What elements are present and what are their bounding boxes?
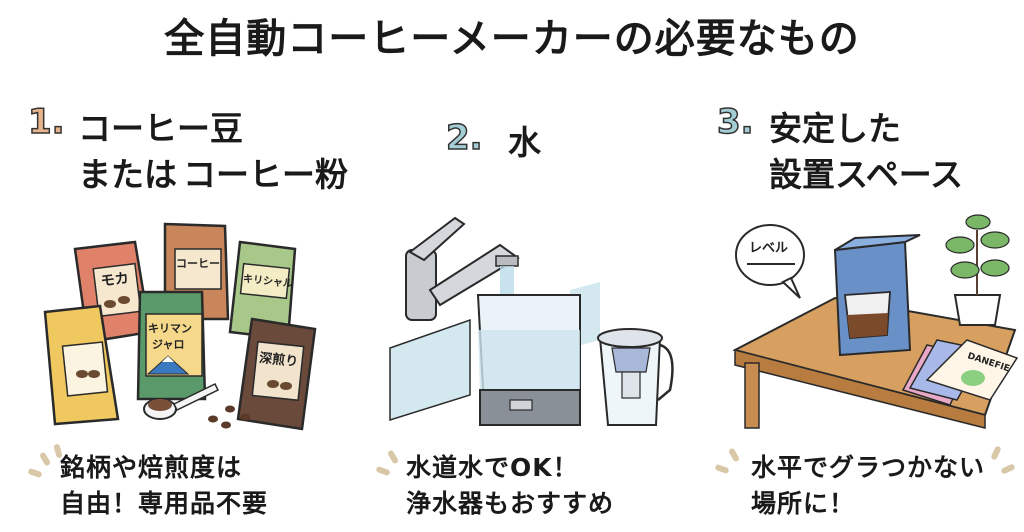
- heading-text: 水: [504, 116, 545, 164]
- heading-text: コーヒー豆: [74, 102, 247, 150]
- caption-line: 銘柄や焙煎度は: [60, 453, 243, 482]
- section-number: 3.: [716, 101, 754, 143]
- page-title: 全自動コーヒーメーカーの必要なもの: [154, 6, 869, 64]
- heading-text: コーヒー粉: [179, 148, 352, 196]
- bag-label: コーヒー: [176, 257, 220, 270]
- heading-text: 安定した: [765, 102, 905, 150]
- heading-line-1: 安定した: [765, 102, 905, 150]
- potted-plant-icon: [945, 214, 1010, 326]
- section-installation-space: 3. 安定した 設置スペース レベル: [705, 96, 1024, 532]
- faucet-icon: [405, 216, 520, 321]
- section-number: 2.: [445, 117, 483, 159]
- bag-label: 深煎り: [258, 350, 298, 370]
- sparkle-icon: [38, 451, 52, 467]
- sparkle-icon: [1000, 463, 1016, 475]
- bag-green-icon: キリシャル: [228, 240, 297, 341]
- sparkle-icon: [27, 467, 43, 479]
- heading-line-1: コーヒー豆: [74, 102, 247, 150]
- sparkle-icon: [990, 445, 1002, 461]
- sparkle-icon: [386, 449, 400, 465]
- section-caption: 水平でグラつかない 場所に！: [751, 450, 985, 522]
- bag-label: モカ: [100, 271, 130, 290]
- caption-line: 水平でグラつかない: [751, 453, 986, 482]
- magazines-icon: DANEFIE: [901, 339, 1019, 406]
- sparkle-icon: [727, 447, 741, 463]
- level-speech-bubble-icon: レベル: [735, 224, 805, 299]
- bag-dark-roast-icon: 深煎り: [236, 317, 317, 431]
- coffee-maker-table-illustration: レベル DANE: [732, 214, 1019, 429]
- page-title-area: 全自動コーヒーメーカーの必要なもの: [0, 6, 1024, 64]
- water-illustration: [389, 216, 674, 426]
- heading-text: または: [78, 155, 177, 194]
- heading-line-2: またはコーヒー粉: [78, 148, 352, 196]
- sparkle-icon: [375, 465, 391, 477]
- svg-text:ジャロ: ジャロ: [152, 338, 184, 351]
- svg-text:キリマン: キリマン: [148, 322, 192, 335]
- water-tank-icon: [476, 294, 581, 426]
- heading-line-2: 設置スペース: [764, 148, 968, 196]
- coffee-maker-icon: [833, 234, 921, 357]
- caption-line: 水道水でOK！: [406, 453, 579, 482]
- sparkle-icon: [714, 463, 730, 475]
- bag-kilimanjaro-icon: キリマン ジャロ: [136, 290, 207, 401]
- page-title-text: 全自動コーヒーメーカーの必要なもの: [164, 16, 860, 62]
- bubble-text: レベル: [749, 241, 788, 256]
- section-number: 1.: [27, 101, 65, 143]
- section-caption: 水道水でOK！ 浄水器もおすすめ: [406, 450, 614, 522]
- bag-label: キリシャル: [242, 273, 293, 290]
- caption-line: 場所に！: [751, 489, 856, 518]
- section-coffee-beans: 1. コーヒー豆 またはコーヒー粉 モカ コーヒー キリシャル: [20, 96, 352, 532]
- caption-line: 浄水器もおすすめ: [406, 489, 615, 518]
- caption-line: 自由！専用品不要: [60, 489, 269, 518]
- bag-yellow-icon: [43, 304, 120, 426]
- heading-line-1: 水: [504, 116, 545, 164]
- heading-text: 設置スペース: [764, 148, 968, 196]
- water-pitcher-icon: [597, 328, 674, 426]
- coffee-scoop-icon: [143, 383, 220, 420]
- section-caption: 銘柄や焙煎度は 自由！専用品不要: [60, 450, 268, 522]
- section-water: 2. 水 水道水でOK！: [370, 96, 700, 532]
- coffee-bags-illustration: モカ コーヒー キリシャル キリマン ジャロ: [43, 222, 317, 431]
